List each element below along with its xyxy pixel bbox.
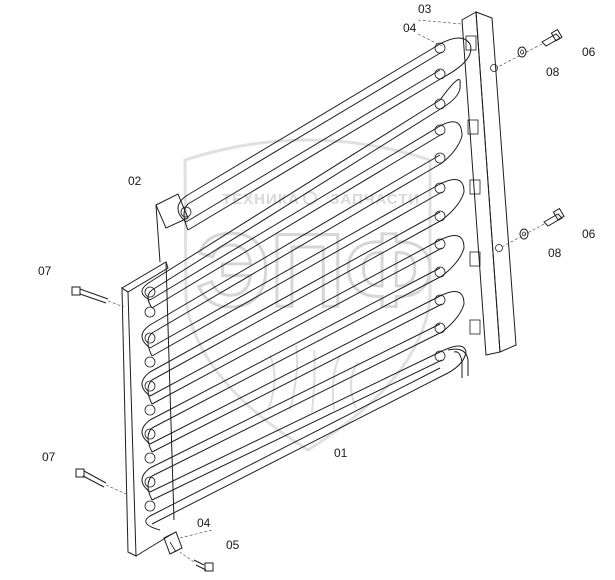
- watermark-logo-letters: ЭПФ: [196, 213, 434, 329]
- callout-04-bottom: 04: [197, 516, 211, 530]
- callout-08-top: 08: [546, 65, 560, 79]
- watermark-text-right: ЗАПЧАСТИ: [330, 191, 420, 208]
- callout-04-top: 04: [403, 21, 417, 35]
- bolt-06-bottom: [499, 207, 565, 249]
- outlet-pipe: [447, 348, 469, 376]
- plate-hole: [490, 64, 498, 72]
- left-rear-plate: [155, 193, 189, 263]
- callout-labels: 01 02 03 04 04 05 06 06 07 07 08 08: [38, 2, 596, 552]
- watermark-wheat-icon: [267, 344, 359, 413]
- pipe-clamp: [163, 531, 183, 555]
- plate-hole: [495, 244, 503, 252]
- left-u-bends: [141, 195, 189, 531]
- callout-03: 03: [418, 2, 432, 16]
- left-fittings: [144, 206, 192, 512]
- callout-07-bottom: 07: [42, 450, 56, 464]
- leader-lines: [179, 19, 463, 539]
- washer-08-bottom: [519, 228, 529, 240]
- callout-05: 05: [226, 538, 240, 552]
- watermark-text-left: ТЕХНИКА: [222, 191, 300, 208]
- bolt-07-bottom: [75, 468, 127, 495]
- right-u-bends: [439, 37, 472, 377]
- cooler-tubes: [141, 35, 481, 531]
- bolt-05: [179, 551, 214, 572]
- bolt-07-top: [71, 286, 125, 308]
- callout-08-bottom: 08: [548, 246, 562, 260]
- right-mounting-plate: [461, 11, 517, 356]
- callout-07-top: 07: [38, 264, 52, 278]
- front-mounting-plate: [121, 261, 175, 557]
- right-fittings: [434, 35, 481, 362]
- callout-01: 01: [334, 446, 348, 460]
- watermark: ТЕХНИКА ЗАПЧАСТИ ЭПФ: [183, 138, 435, 452]
- callout-02: 02: [128, 174, 142, 188]
- bolt-06-top: [495, 28, 563, 69]
- callout-06-bottom: 06: [582, 227, 596, 241]
- callout-06-top: 06: [582, 45, 596, 59]
- washer-08-top: [517, 46, 527, 58]
